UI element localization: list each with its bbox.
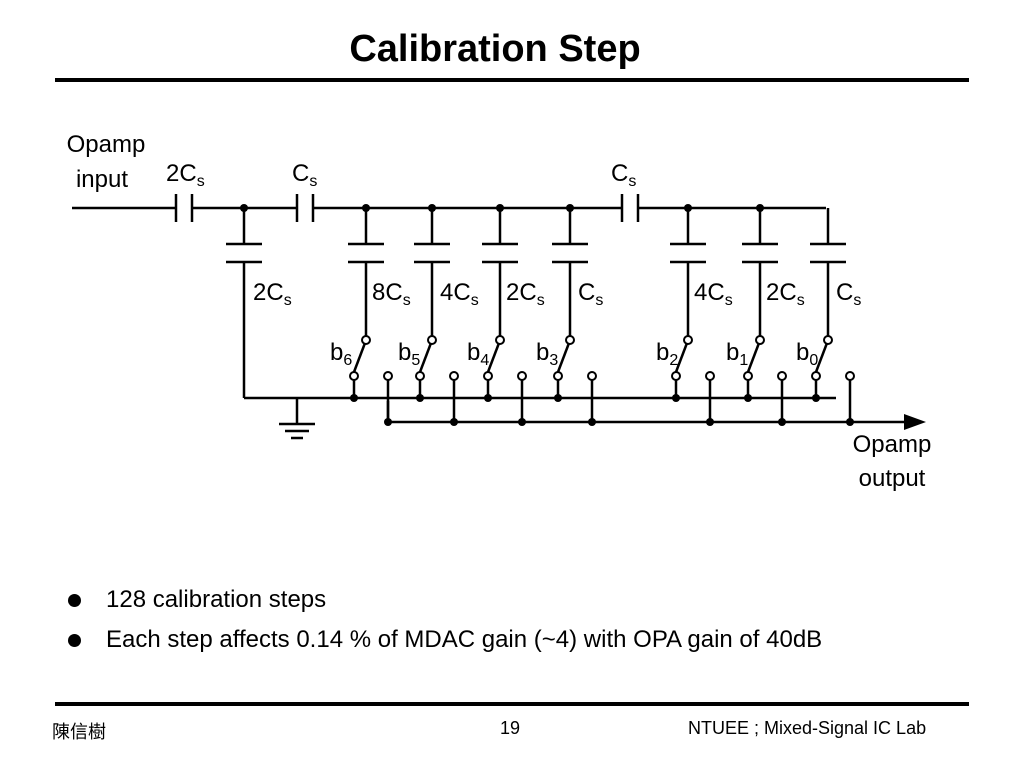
series-cap-label-input: 2Cs xyxy=(166,160,205,190)
output-junction-dot xyxy=(846,418,854,426)
opamp-output-label-line1: Opamp xyxy=(853,431,932,458)
switched-branch-b4: 2Cs b4 xyxy=(467,204,545,426)
series-cap-label-2: Cs xyxy=(611,160,636,190)
opamp-input-label-line2: input xyxy=(76,166,128,193)
switched-branch-b3: Cs b3 xyxy=(536,204,603,426)
bullet-dot-icon xyxy=(68,594,81,607)
switch-pole-icon xyxy=(565,335,575,345)
switch-contact-output-icon xyxy=(845,371,855,381)
switched-cap-label: 2Cs xyxy=(766,279,805,309)
switched-cap-label: 8Cs xyxy=(372,279,411,309)
switched-cap-label: Cs xyxy=(836,279,861,309)
output-junction-dot xyxy=(706,418,714,426)
ground-junction-dot xyxy=(350,394,358,402)
output-junction-dot xyxy=(450,418,458,426)
switch-contact-ground-icon xyxy=(743,371,753,381)
switch-contact-output-icon xyxy=(383,371,393,381)
switch-contact-output-icon xyxy=(517,371,527,381)
ground-junction-dot xyxy=(672,394,680,402)
opamp-output-label-line2: output xyxy=(859,465,926,492)
bullet-item: 128 calibration steps xyxy=(62,584,822,624)
output-junction-dot xyxy=(384,418,392,426)
ground-junction-dot xyxy=(812,394,820,402)
switched-branches: 8Cs b6 4Cs b5 2Cs b4 Cs b3 4Cs b2 2Cs b1 Cs b0 xyxy=(330,204,861,426)
switch-contact-ground-icon xyxy=(415,371,425,381)
ground-junction-dot xyxy=(744,394,752,402)
shunt-cap-label: 2Cs xyxy=(253,279,292,309)
switch-contact-output-icon xyxy=(449,371,459,381)
bullet-dot-icon xyxy=(68,634,81,647)
bit-label: b3 xyxy=(536,339,558,369)
switch-pole-icon xyxy=(823,335,833,345)
switched-branch-b0: Cs b0 xyxy=(796,208,861,426)
opamp-input-label-line1: Opamp xyxy=(67,131,146,158)
bit-label: b2 xyxy=(656,339,678,369)
bit-label: b0 xyxy=(796,339,818,369)
output-junction-dot xyxy=(518,418,526,426)
switched-cap-label: 4Cs xyxy=(440,279,479,309)
page-number: 19 xyxy=(500,718,521,738)
switched-cap-label: Cs xyxy=(578,279,603,309)
ground-junction-dot xyxy=(484,394,492,402)
switch-contact-ground-icon xyxy=(671,371,681,381)
slide-title: Calibration Step xyxy=(349,28,641,70)
switched-branch-b2: 4Cs b2 xyxy=(656,204,733,426)
switched-branch-b1: 2Cs b1 xyxy=(726,204,805,426)
switched-branch-b5: 4Cs b5 xyxy=(398,204,479,426)
switch-contact-ground-icon xyxy=(553,371,563,381)
switch-pole-icon xyxy=(495,335,505,345)
series-cap-label-1: Cs xyxy=(292,160,317,190)
ground-junction-dot xyxy=(554,394,562,402)
footer-author: 陳信樹 xyxy=(52,722,106,742)
switch-contact-output-icon xyxy=(777,371,787,381)
title-rule xyxy=(55,78,969,82)
switch-contact-ground-icon xyxy=(811,371,821,381)
output-junction-dot xyxy=(778,418,786,426)
switch-contact-ground-icon xyxy=(483,371,493,381)
footer-lab: NTUEE ; Mixed-Signal IC Lab xyxy=(688,718,927,738)
switch-contact-output-icon xyxy=(705,371,715,381)
switch-pole-icon xyxy=(361,335,371,345)
bullet-item: Each step affects 0.14 % of MDAC gain (~… xyxy=(62,624,822,664)
switched-cap-label: 2Cs xyxy=(506,279,545,309)
switch-contact-ground-icon xyxy=(349,371,359,381)
switch-pole-icon xyxy=(683,335,693,345)
bit-label: b4 xyxy=(467,339,489,369)
switched-cap-label: 4Cs xyxy=(694,279,733,309)
footer-rule xyxy=(55,702,969,706)
bullet-list: 128 calibration steps Each step affects … xyxy=(62,584,822,664)
switch-contact-output-icon xyxy=(587,371,597,381)
switch-pole-icon xyxy=(427,335,437,345)
bus-junction-dots xyxy=(240,204,248,212)
bit-label: b5 xyxy=(398,339,420,369)
output-arrow-icon xyxy=(904,414,926,430)
output-junction-dot xyxy=(588,418,596,426)
bit-label: b1 xyxy=(726,339,748,369)
bit-label: b6 xyxy=(330,339,352,369)
switch-pole-icon xyxy=(755,335,765,345)
switched-branch-b6: 8Cs b6 xyxy=(330,204,411,426)
ground-junction-dot xyxy=(416,394,424,402)
